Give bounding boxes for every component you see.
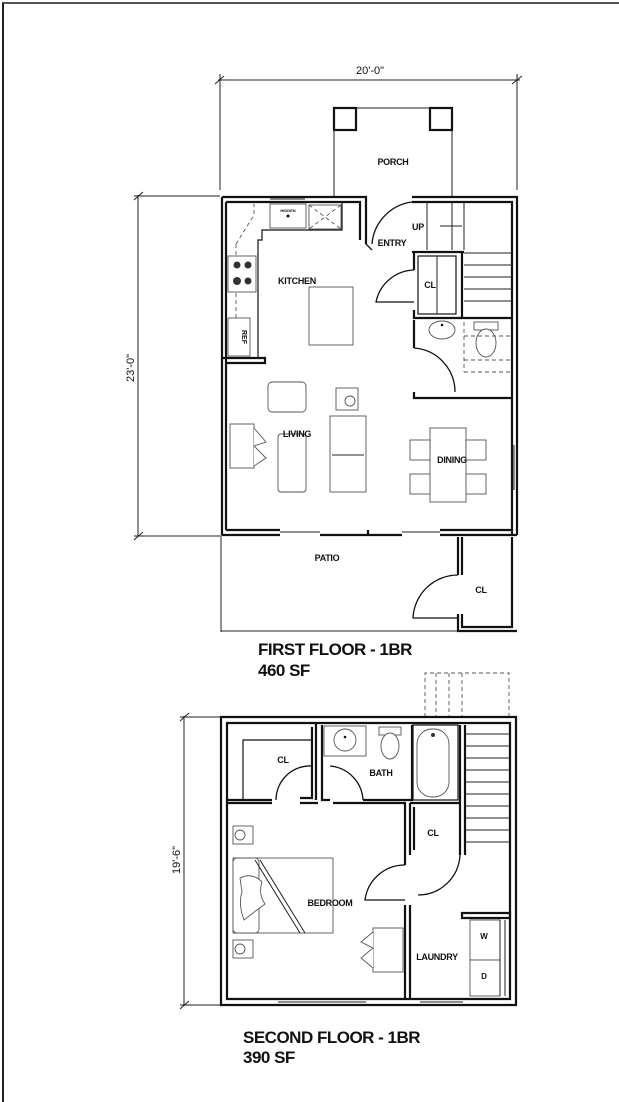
- laundry: W D LAUNDRY: [416, 911, 512, 997]
- bathtub: [416, 728, 450, 798]
- dining-table: [429, 427, 467, 503]
- dining-chair: [409, 473, 431, 495]
- width-dimension: 20'-0": [214, 65, 523, 190]
- dining-area: DINING: [409, 427, 487, 503]
- second-floor-plan: 19'-6" CL BATH: [171, 672, 518, 1067]
- bath-label: BATH: [369, 768, 392, 778]
- porch-column: [332, 106, 358, 132]
- depth-dimension: 23'-0": [125, 191, 220, 541]
- bath-toilet: [380, 732, 400, 760]
- refrigerator-label: REF: [240, 330, 247, 345]
- first-floor-exterior-walls: [220, 195, 519, 537]
- range: [227, 255, 257, 293]
- second-floor-area: 390 SF: [243, 1048, 295, 1067]
- powder-room: [412, 320, 512, 400]
- desk: [372, 927, 404, 973]
- tv-console: [229, 423, 255, 469]
- porch-label: PORCH: [377, 157, 408, 167]
- depth-dimension-label: 23'-0": [125, 354, 137, 382]
- first-floor-area: 460 SF: [258, 661, 310, 680]
- dining-chair: [409, 439, 431, 461]
- dining-label: DINING: [437, 455, 467, 465]
- living-area: LIVING: [229, 381, 367, 493]
- kitchen-label: KITCHEN: [278, 276, 316, 286]
- patio-label: PATIO: [315, 553, 340, 563]
- patio: PATIO CL: [220, 535, 517, 633]
- dining-chair: [465, 473, 487, 495]
- svg-text:HIDDEN: HIDDEN: [280, 208, 295, 213]
- kitchen-counters: HIDDEN REF KITCHEN: [222, 203, 354, 365]
- stair-above-outline: [424, 672, 510, 717]
- first-floor-stairs: UP: [412, 202, 512, 320]
- toilet: [475, 328, 497, 358]
- sofa: [329, 415, 367, 493]
- width-dimension-label: 20'-0": [356, 65, 384, 77]
- washer: [469, 919, 501, 961]
- second-floor-depth-label: 19'-6": [171, 846, 183, 874]
- first-floor-plan: 20'-0" 23'-0" PORCH: [125, 65, 523, 680]
- patio-closet-label: CL: [475, 585, 487, 595]
- second-floor-stairs: [458, 725, 509, 855]
- washer-label: W: [480, 932, 488, 941]
- entry-closet: CL: [375, 250, 464, 320]
- entry-label: ENTRY: [378, 238, 407, 248]
- powder-sink: [428, 320, 456, 340]
- porch-column: [428, 106, 454, 132]
- armchair: [267, 381, 307, 413]
- dining-chair: [465, 439, 487, 461]
- second-floor-exterior-wall: [219, 715, 518, 1007]
- bathroom: BATH: [320, 724, 459, 802]
- stair-up-label: UP: [412, 222, 424, 232]
- hall-closet: CL: [408, 801, 461, 896]
- bath-sink: [333, 728, 357, 752]
- laundry-label: LAUNDRY: [416, 952, 458, 962]
- tub-surround: [412, 724, 459, 801]
- entry-closet-label: CL: [424, 280, 436, 290]
- dryer-label: D: [481, 972, 487, 981]
- living-label: LIVING: [283, 429, 312, 439]
- second-floor-depth-dimension: 19'-6": [171, 712, 222, 1010]
- bedroom-closet: CL: [227, 723, 318, 802]
- bedroom-closet-label: CL: [277, 755, 289, 765]
- second-floor-title: SECOND FLOOR - 1BR: [243, 1028, 420, 1047]
- entry: ENTRY: [365, 201, 413, 251]
- chaise: [277, 433, 307, 493]
- dishwasher: [308, 204, 342, 230]
- first-floor-title: FIRST FLOOR - 1BR: [258, 640, 412, 659]
- porch: PORCH: [332, 106, 454, 196]
- bedroom: BEDROOM: [227, 801, 412, 999]
- bedroom-label: BEDROOM: [308, 898, 353, 908]
- kitchen-island: [308, 286, 354, 346]
- refrigerator: [227, 317, 251, 357]
- hall-closet-label: CL: [427, 828, 439, 838]
